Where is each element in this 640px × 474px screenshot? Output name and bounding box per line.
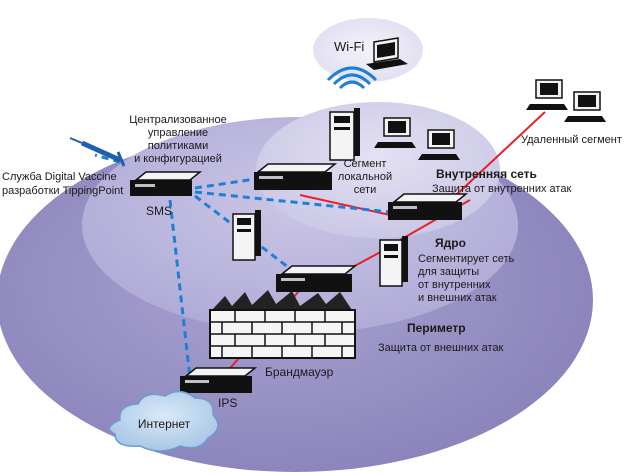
svg-text:политиками: политиками [148,140,208,152]
svg-text:Сегмент: Сегмент [344,158,387,170]
svg-text:Централизованное: Централизованное [129,114,226,126]
svg-text:от внутренних: от внутренних [418,279,491,291]
remote-segment-label: Удаленный сегмент [521,134,622,146]
ips-appliance-icon [254,163,338,190]
firewall-label: Брандмауэр [265,365,334,379]
svg-text:Сегментирует сеть: Сегментирует сеть [418,253,515,265]
ips-appliance-icon [180,367,258,393]
core-title: Ядро [435,236,466,250]
svg-text:разработки TippingPoint: разработки TippingPoint [2,185,123,197]
ips-appliance-icon [388,193,469,220]
server-tower-icon [379,236,408,287]
desktop-pc-icon [374,117,416,148]
perimeter-subtitle: Защита от внешних атак [378,342,504,354]
perimeter-title: Периметр [407,321,466,335]
svg-text:и внешних атак: и внешних атак [418,292,497,304]
internal-network-title: Внутренняя сеть [436,167,537,181]
syringe-icon [69,137,126,167]
core-subtitle: Сегментирует сеть для защиты от внутренн… [418,253,515,304]
svg-text:Служба Digital Vaccine: Служба Digital Vaccine [2,171,117,183]
local-segment-label: Сегмент локальной сети [338,158,392,196]
server-tower-icon [329,108,360,161]
internal-network-subtitle: Защита от внутренних атак [432,183,571,195]
svg-text:управление: управление [148,127,208,139]
ips-appliance-icon [130,171,203,196]
server-tower-icon [232,210,261,261]
digital-vaccine-label: Служба Digital Vaccine разработки Tippin… [2,171,123,197]
desktop-pc-icon [418,129,460,160]
svg-text:для защиты: для защиты [418,266,479,278]
sms-label: SMS [146,204,172,218]
ips-appliance-icon [276,265,358,292]
internet-label: Интернет [138,417,191,431]
desktop-pc-icon [526,79,568,110]
svg-text:и конфигурацией: и конфигурацией [134,153,222,165]
firewall-wall-icon [209,290,356,359]
cloud-icon [108,390,219,452]
wifi-signal-icon [326,66,378,90]
wifi-label: Wi-Fi [334,39,364,54]
svg-text:локальной: локальной [338,171,392,183]
svg-text:сети: сети [354,184,376,196]
remote-bubble [497,78,633,162]
desktop-pc-icon [564,91,606,122]
centralized-management-label: Централизованное управление политиками и… [129,114,226,165]
laptop-icon [366,37,408,70]
ips-label: IPS [218,396,237,410]
